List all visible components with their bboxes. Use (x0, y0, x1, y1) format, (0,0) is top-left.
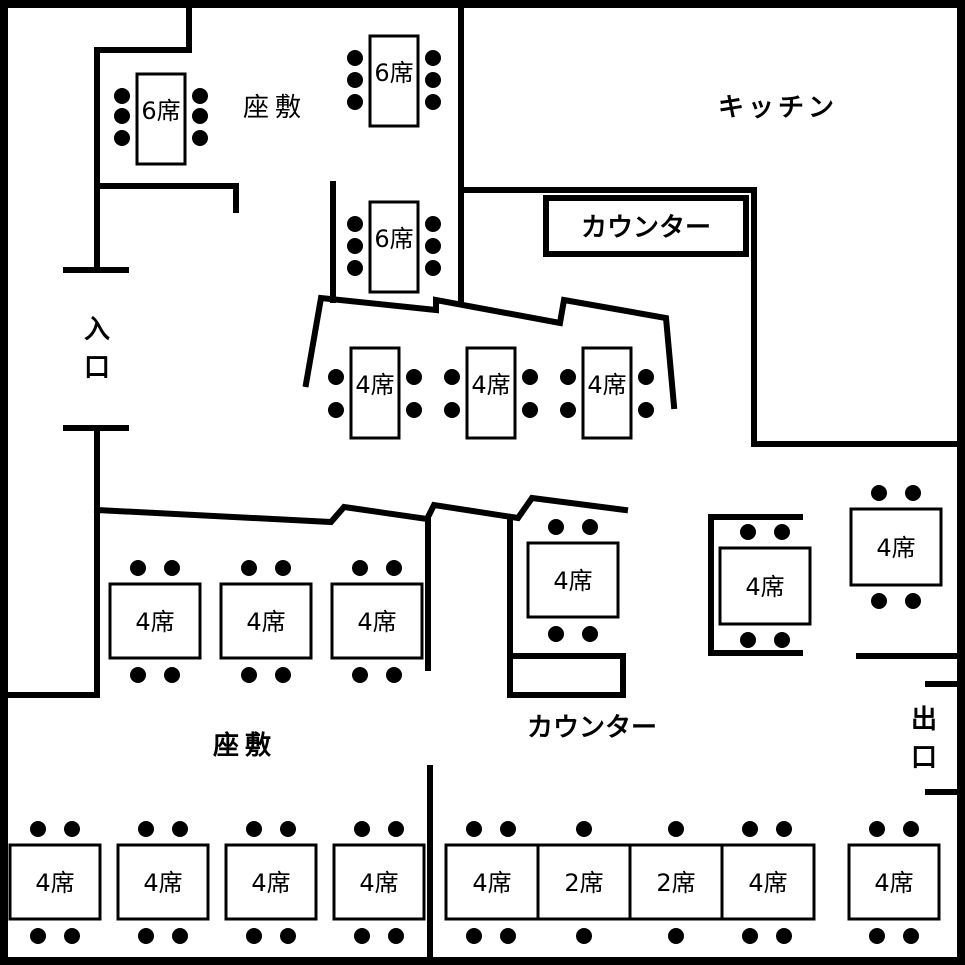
bottom-left-table-4: 4席 (332, 821, 426, 944)
counter-area-table-1: 4席 (526, 519, 620, 642)
six-seat-label-1: 6席 (141, 97, 180, 125)
exit-label-char-1: 出 (911, 705, 937, 735)
left-middle-table-3: 4席 (330, 560, 424, 683)
bottom-left-table-3: 4席 (224, 821, 318, 944)
counter-bottom-label: カウンター (527, 713, 657, 743)
bottom-left-label-4: 4席 (359, 869, 398, 897)
exit-label-2: 口 (911, 743, 937, 773)
six-seat-label-3: 6席 (374, 225, 413, 253)
zashiki-bottom-label: 座敷 (213, 730, 277, 761)
bottom-left-label-2: 4席 (143, 869, 182, 897)
bottom-left-label-1: 4席 (35, 869, 74, 897)
middle-table-2: 4席 (444, 346, 538, 440)
bottom-right-label-1: 4席 (472, 869, 511, 897)
entrance-label-char-1: 入 (84, 315, 110, 345)
middle-table-label-2: 4席 (471, 371, 510, 399)
six-seat-table-3: 6席 (347, 200, 441, 294)
bottom-left-table-1: 4席 (8, 821, 102, 944)
left-middle-label-2: 4席 (246, 608, 285, 636)
counter-top-label: カウンター (581, 213, 711, 243)
entrance-label-char-2: 口 (84, 353, 110, 383)
six-seat-table-1: 6席 (114, 72, 208, 166)
six-seat-label-2: 6席 (374, 59, 413, 87)
exit-label: 出 (911, 705, 937, 735)
bottom-right-table-5: 4席 (847, 821, 941, 944)
left-middle-table-1: 4席 (108, 560, 202, 683)
bottom-right-table-2: 2席 (536, 821, 632, 944)
zashiki-top-label: 座敷 (243, 93, 307, 123)
counter-area-label-1: 4席 (553, 567, 592, 595)
counter-area-label-3: 4席 (876, 534, 915, 562)
middle-table-label-3: 4席 (587, 371, 626, 399)
left-middle-label-1: 4席 (135, 608, 174, 636)
bottom-right-label-3: 2席 (656, 869, 695, 897)
bottom-right-table-4: 4席 (720, 821, 816, 944)
counter-area-table-2: 4席 (718, 524, 812, 648)
kitchen-label: キッチン (718, 93, 838, 123)
bottom-right-label-5: 4席 (874, 869, 913, 897)
bottom-left-table-2: 4席 (116, 821, 210, 944)
bottom-right-table-1: 4席 (444, 821, 540, 944)
counter-area-table-3: 4席 (849, 485, 943, 609)
bottom-left-label-3: 4席 (251, 869, 290, 897)
middle-table-1: 4席 (328, 346, 422, 440)
left-middle-table-2: 4席 (219, 560, 313, 683)
bottom-right-label-2: 2席 (564, 869, 603, 897)
entrance-label-2: 口 (84, 353, 110, 383)
middle-table-3: 4席 (560, 346, 654, 440)
counter-area-label-2: 4席 (745, 573, 784, 601)
middle-table-label-1: 4席 (355, 371, 394, 399)
left-middle-label-3: 4席 (357, 608, 396, 636)
exit-label-char-2: 口 (911, 743, 937, 773)
bottom-right-table-3: 2席 (628, 821, 724, 944)
six-seat-table-2: 6席 (347, 34, 441, 128)
entrance-label: 入 (84, 315, 110, 345)
bottom-right-label-4: 4席 (748, 869, 787, 897)
walls (3, 3, 962, 962)
